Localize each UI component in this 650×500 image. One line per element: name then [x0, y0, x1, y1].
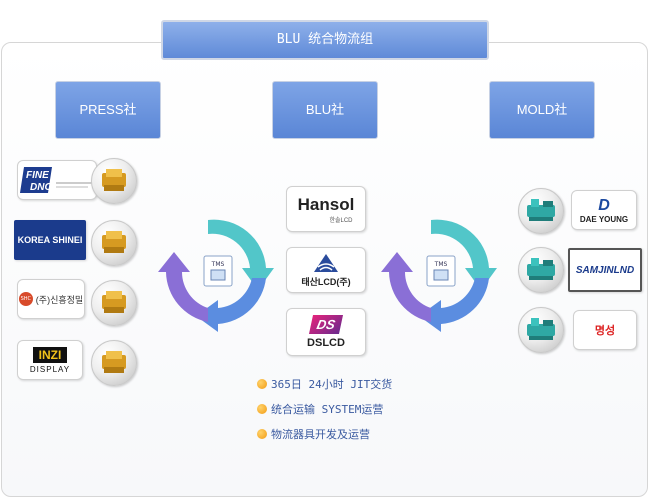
myeongseong-text: 명성 — [594, 325, 616, 337]
shinheung-mark: SHC — [18, 292, 33, 306]
samjinlnd-text: SAMJINLND — [575, 264, 635, 276]
inzi-text: DISPLAY — [29, 364, 71, 374]
bullet-item: 365日 24小时 JIT交货 — [257, 376, 392, 392]
bullet-icon — [257, 404, 267, 414]
taesan-logo: 태산LCD(주) — [286, 247, 366, 293]
press-gear-icon — [91, 158, 137, 204]
bullet-icon — [257, 379, 267, 389]
mold-machine-icon — [518, 188, 564, 234]
fine-dnc-mark: FINE DNC — [20, 167, 92, 193]
korea-shinei-logo: KOREA SHINEI — [14, 220, 86, 260]
right-cycle-arrow-teal — [431, 219, 497, 290]
dslcd-mark: DS — [308, 315, 344, 334]
right-cycle-arrow-blue — [419, 278, 489, 332]
dslcd-logo: DS DSLCD — [286, 308, 366, 356]
hansol-logo: Hansol 한솔LCD — [286, 186, 366, 232]
shinheung-text: (주)신흥정밀 — [35, 294, 84, 305]
right-tms-icon — [433, 269, 449, 281]
press-gear-icon — [91, 280, 137, 326]
dae-young-text: DAE YOUNG — [579, 214, 629, 224]
diagram-title: BLU 统合物流组 — [161, 20, 489, 60]
right-cycle-arrow-purple — [381, 252, 431, 322]
taesan-text: 태산LCD(주) — [301, 276, 351, 287]
fine-dnc-line1: FINE — [26, 170, 49, 181]
press-gear-icon — [91, 340, 137, 386]
korea-shinei-text: KOREA SHINEI — [17, 235, 83, 245]
mold-machine-icon — [518, 247, 564, 293]
dae-young-logo: D DAE YOUNG — [571, 190, 637, 230]
hansol-sub: 한솔LCD — [329, 217, 353, 224]
bullet-text: 物流器具开发及运营 — [271, 428, 370, 441]
myeongseong-logo: 명성 — [573, 310, 637, 350]
mold-machine-icon — [518, 307, 564, 353]
left-cycle-arrow-purple — [158, 252, 208, 322]
left-cycle-arrow-teal — [208, 219, 274, 290]
taesan-mark-icon — [314, 253, 338, 272]
left-tms-icon — [210, 269, 226, 281]
blu-company-box: BLU社 — [272, 81, 378, 139]
inzi-display-logo: INZI DISPLAY — [17, 340, 83, 380]
bullet-text: 365日 24小时 JIT交货 — [271, 378, 393, 391]
right-tms-label: TMS — [434, 261, 448, 268]
mold-company-box: MOLD社 — [489, 81, 595, 139]
dae-young-mark: D — [598, 196, 610, 214]
dslcd-text: DSLCD — [307, 337, 345, 349]
press-gear-icon — [91, 220, 137, 266]
left-cycle-diagram: TMS — [158, 219, 274, 332]
bullet-text: 统合运输 SYSTEM运营 — [271, 403, 384, 416]
bullet-icon — [257, 429, 267, 439]
press-company-box: PRESS社 — [55, 81, 161, 139]
inzi-mark: INZI — [32, 346, 68, 363]
left-cycle-arrow-blue — [196, 278, 266, 332]
hansol-text: Hansol — [297, 194, 355, 214]
bullet-item: 统合运输 SYSTEM运营 — [257, 401, 383, 417]
right-cycle-diagram: TMS — [381, 219, 497, 332]
fine-dnc-line2: DNC — [30, 182, 52, 193]
fine-dnc-logo: FINE DNC — [17, 160, 97, 200]
samjinlnd-logo: SAMJINLND — [568, 248, 642, 292]
shinheung-logo: SHC (주)신흥정밀 — [17, 279, 85, 319]
bullet-item: 物流器具开发及运营 — [257, 426, 370, 442]
left-tms-label: TMS — [211, 261, 225, 268]
